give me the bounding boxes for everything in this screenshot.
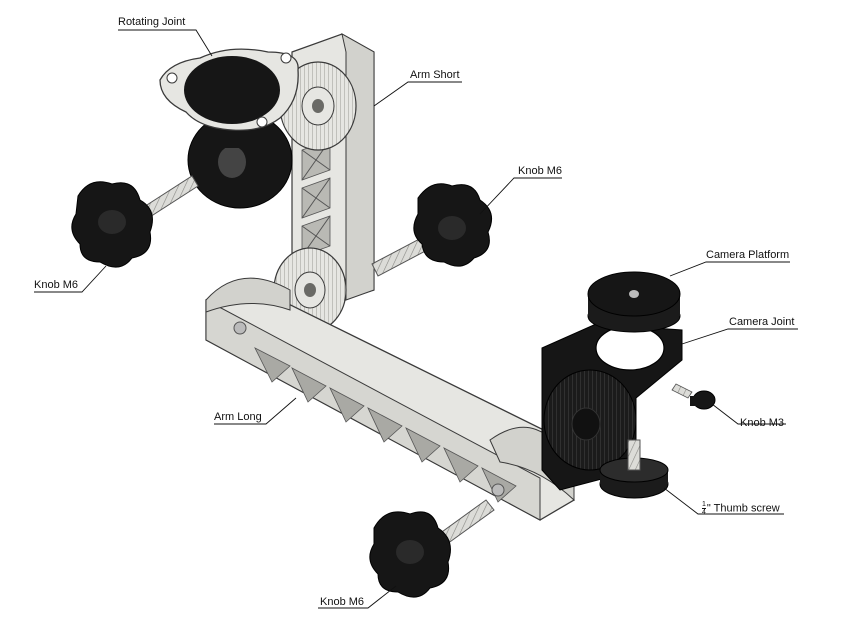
thumb-screw-text: " Thumb screw <box>706 502 780 515</box>
leader-camera-platform <box>669 261 790 277</box>
label-knob-m6-upper: Knob M6 <box>518 165 563 177</box>
arm-long <box>205 277 575 521</box>
leader-knob-m3 <box>711 403 786 425</box>
leader-knob-m6-left <box>34 265 107 293</box>
leader-thumb-screw <box>663 487 784 515</box>
label-camera-platform: Camera Platform <box>706 249 790 261</box>
leader-arm-long <box>214 397 297 425</box>
label-knob-m6-bottom: Knob M6 <box>320 596 365 608</box>
leader-knob-m6-upper <box>479 177 562 215</box>
leader-lines <box>34 29 798 609</box>
knob-m6-bottom <box>369 499 495 598</box>
label-arm-long: Arm Long <box>214 411 262 423</box>
leader-camera-joint <box>681 328 798 345</box>
label-camera-joint: Camera Joint <box>729 316 795 328</box>
thumb-screw-fraction: 1 4 <box>702 501 706 516</box>
thumb-screw-denominator: 4 <box>702 508 706 516</box>
label-rotating-joint: Rotating Joint <box>118 16 186 28</box>
knob-m6-upper <box>371 183 493 277</box>
thumb-screw-numerator: 1 <box>702 501 706 508</box>
knob-m3 <box>671 383 716 410</box>
label-knob-m6-left: Knob M6 <box>34 279 79 291</box>
rosette-upper <box>279 61 357 151</box>
label-thumb-screw: 1 4 " Thumb screw <box>702 501 780 516</box>
rotating-joint <box>159 48 299 209</box>
camera-platform <box>587 271 681 333</box>
knob-m6-left <box>71 175 199 268</box>
leader-rotating-joint <box>118 29 213 57</box>
label-arm-short: Arm Short <box>410 69 460 81</box>
camera-joint <box>541 323 683 499</box>
leader-knob-m6-bottom <box>318 585 397 609</box>
label-knob-m3: Knob M3 <box>740 417 785 429</box>
leader-arm-short <box>373 81 462 107</box>
